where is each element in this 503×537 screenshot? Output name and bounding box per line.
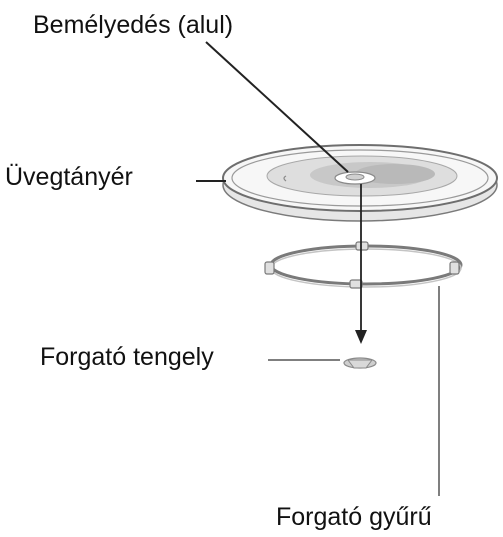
label-rotating-ring: Forgató gyűrű — [276, 503, 432, 531]
label-glass-tray: Üvegtányér — [5, 163, 133, 191]
leader-line-recess — [205, 41, 349, 173]
rotating-ring — [264, 241, 463, 289]
rotating-shaft — [343, 357, 377, 369]
assembly-arrow — [355, 184, 367, 344]
label-rotating-shaft: Forgató tengely — [40, 343, 214, 371]
tray-recess — [334, 171, 376, 185]
label-recess: Bemélyedés (alul) — [33, 11, 234, 39]
glass-tray — [222, 144, 498, 222]
